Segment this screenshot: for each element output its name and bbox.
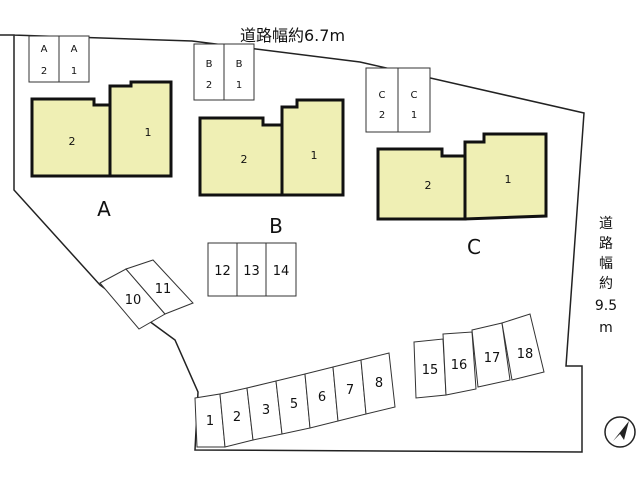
svg-text:1: 1 (311, 149, 318, 162)
north-road-label: 道路幅約6.7m (240, 26, 345, 45)
parking-space-13: 13 (236, 242, 267, 297)
svg-text:17: 17 (484, 351, 501, 366)
svg-text:14: 14 (273, 264, 290, 279)
svg-text:10: 10 (125, 293, 142, 308)
svg-text:13: 13 (243, 264, 260, 279)
building-b-label: B (269, 214, 283, 238)
parking-space-16: 16 (442, 331, 477, 396)
svg-text:C: C (411, 90, 418, 101)
svg-text:幅: 幅 (599, 256, 613, 272)
svg-text:3: 3 (262, 403, 270, 418)
svg-text:16: 16 (451, 358, 468, 373)
svg-text:5: 5 (290, 397, 298, 412)
east-road-label: 道 路 幅 約 9.5 m (595, 216, 617, 336)
svg-text:2: 2 (233, 410, 241, 425)
svg-text:2: 2 (41, 66, 47, 77)
bike-stall-c2: C 2 (365, 67, 399, 133)
bike-stall-b2: B 2 (193, 43, 225, 101)
svg-text:1: 1 (206, 414, 214, 429)
parking-space-7: 7 (332, 359, 367, 422)
svg-text:2: 2 (206, 80, 212, 91)
svg-text:1: 1 (71, 66, 77, 77)
svg-text:1: 1 (145, 126, 152, 139)
svg-text:A: A (71, 44, 78, 55)
parking-space-8: 8 (360, 352, 396, 415)
svg-text:B: B (206, 59, 213, 70)
svg-text:2: 2 (69, 135, 76, 148)
parking-space-6: 6 (304, 366, 339, 429)
north-arrow-icon (604, 416, 636, 448)
svg-text:9.5: 9.5 (595, 298, 617, 314)
svg-text:7: 7 (346, 383, 354, 398)
svg-text:路: 路 (599, 236, 613, 252)
svg-text:約: 約 (599, 276, 613, 292)
svg-text:B: B (236, 59, 243, 70)
parking-space-12: 12 (207, 242, 238, 297)
parking-space-11: 11 (125, 259, 194, 315)
bike-stall-a1: A 1 (58, 35, 90, 83)
building-b-unit-1 (280, 98, 345, 197)
parking-space-17: 17 (471, 322, 511, 388)
svg-text:11: 11 (155, 282, 172, 297)
svg-text:1: 1 (505, 173, 512, 186)
bike-stall-a2: A 2 (28, 35, 60, 83)
building-b: 2 1 B (198, 98, 345, 238)
svg-text:2: 2 (379, 110, 385, 121)
building-c-unit-1 (463, 132, 548, 221)
svg-text:2: 2 (241, 153, 248, 166)
building-c-unit-2 (376, 147, 467, 221)
parking-space-18: 18 (501, 313, 545, 381)
building-a-unit-1 (108, 80, 173, 178)
svg-text:6: 6 (318, 390, 326, 405)
building-c-label: C (467, 235, 481, 259)
parking-space-14: 14 (265, 242, 297, 297)
svg-text:道: 道 (599, 216, 613, 232)
parking-space-5: 5 (275, 373, 311, 435)
svg-text:m: m (599, 320, 613, 336)
bike-stall-c1: C 1 (397, 67, 431, 133)
svg-text:2: 2 (425, 179, 432, 192)
svg-text:18: 18 (517, 347, 534, 362)
svg-text:12: 12 (214, 264, 231, 279)
parking-space-15: 15 (413, 338, 447, 399)
svg-text:8: 8 (375, 376, 383, 391)
svg-text:1: 1 (411, 110, 417, 121)
svg-text:1: 1 (236, 80, 242, 91)
building-c: 2 1 C (376, 132, 548, 259)
bike-stall-b1: B 1 (223, 43, 255, 101)
svg-text:C: C (379, 90, 386, 101)
building-a-label: A (97, 197, 111, 221)
svg-text:A: A (41, 44, 48, 55)
building-a: 2 1 A (30, 80, 173, 221)
svg-text:15: 15 (422, 363, 439, 378)
